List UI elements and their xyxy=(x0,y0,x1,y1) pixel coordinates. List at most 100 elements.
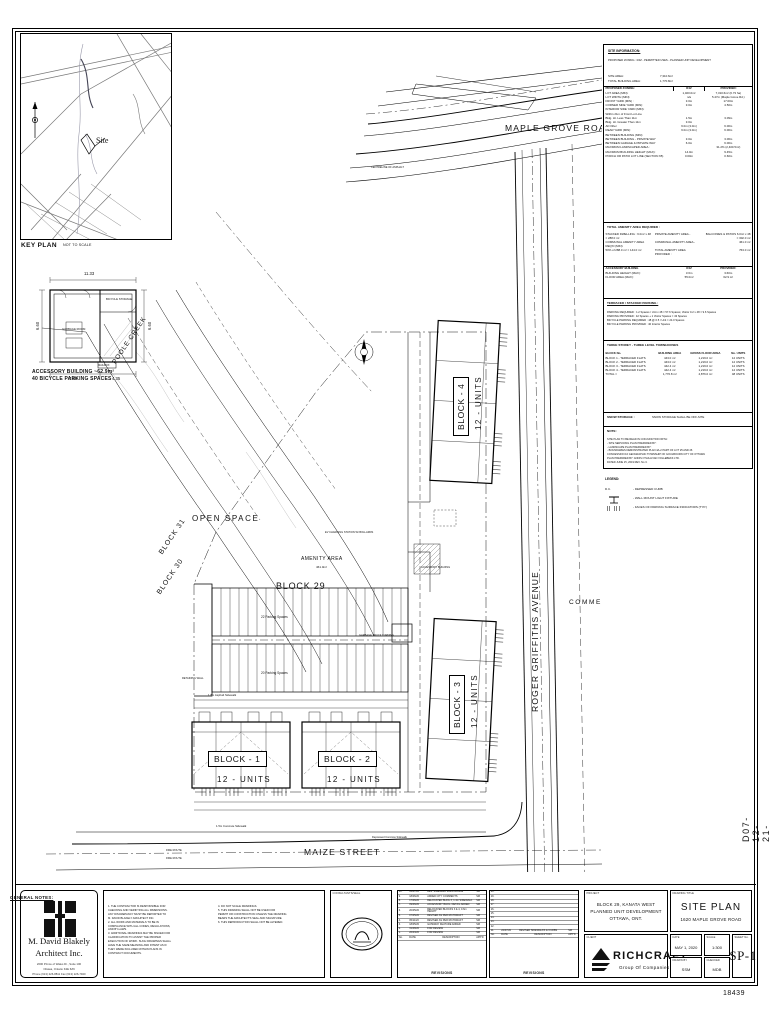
rev-no: 11. xyxy=(490,929,501,934)
amenity-table-body: STACKED DWELLING : 6.0m² x 48 = 288.0 m²… xyxy=(604,233,752,257)
cell: 3.0m xyxy=(685,103,693,108)
general-notes-title: GENERAL NOTES: xyxy=(10,895,54,900)
legend-text-dc: - DEPRESSED CURB xyxy=(633,487,663,491)
project-tag: PROJECT xyxy=(586,892,600,895)
amenity-heading: TOTAL AMENITY AREA REQUIRED : xyxy=(607,225,661,229)
seal-tag: CONSULTANTS/SEAL xyxy=(332,892,361,895)
revisions-footer-left: REVISIONS xyxy=(431,971,453,975)
rev-date xyxy=(500,891,519,896)
accessory-building-plan xyxy=(39,277,147,377)
cell: 1,770.8 m² xyxy=(662,372,677,377)
drawing-subtitle: 1620 MAPLE GROVE ROAD xyxy=(680,917,742,922)
area-col-units: No. UNITS xyxy=(731,351,746,356)
cell: 12 UNITS xyxy=(731,363,745,368)
block-4-units: 12 - UNITS xyxy=(474,375,483,430)
cell: 1,219.0 m² xyxy=(698,368,713,373)
cell: 6.00m xyxy=(724,128,733,133)
block-3-label-box: BLOCK - 3 xyxy=(448,675,465,734)
rev-app: SM xyxy=(475,894,486,900)
rev-date: 26/03/20 xyxy=(408,931,427,937)
label-open-space: OPEN SPACE xyxy=(192,514,260,523)
cell: INTERIOR SIDE YARD (MIN): xyxy=(605,107,645,112)
rev-app xyxy=(567,920,578,926)
revision-row: 20. xyxy=(490,891,578,896)
label-concrete-sidewalk: 1.5m Concrete Sidewalk xyxy=(216,824,247,828)
rev-desc: GATEWAY FEATURE ADDED xyxy=(426,922,476,928)
parking-line: PARKING REQUIRED : 1.2 Spaces / Unit x 4… xyxy=(607,311,717,314)
drawn-by-cell: DRAWN BY SSM xyxy=(670,957,702,978)
acc-dim-bottom-left: 7.09 xyxy=(69,376,78,381)
rev-head-date: DATE xyxy=(408,935,427,941)
rev-desc: REVISED SIDEWALKS & CURBS xyxy=(518,929,568,934)
rev-no: 17. xyxy=(490,903,501,909)
site-info-heading: SITE INFORMATION: xyxy=(608,49,641,53)
general-note-line: 1. THE CONTRACTOR IS RESPONSIBLE FOR xyxy=(108,905,166,908)
general-note-line: PERMIT OR CONSTRUCTION UNLESS THE DRAWIN… xyxy=(218,912,287,916)
rev-desc: REVISED AS PER RICHCRAFT xyxy=(426,918,476,924)
parking-hatch-icon xyxy=(607,506,621,511)
snow-storage-wrap: SNOW STORAGE : SNOW STORAGE SHALL BE OFF… xyxy=(604,413,752,427)
architect-address-1: 2000 Prince of Wales Dr., Suite 100 xyxy=(36,962,82,966)
scale-tag: SCALE xyxy=(706,936,716,939)
site-area-value: 7,310.6m² xyxy=(660,74,674,78)
rev-date: 20/05/20 xyxy=(408,907,427,915)
label-amenity-area-size: 461.0m² xyxy=(316,565,328,569)
cell: BETWEEN BUILDING - PRIVATE WAY xyxy=(605,136,656,141)
rev-no: 6. xyxy=(398,907,409,915)
rev-no: 10. xyxy=(398,891,409,896)
accessory-heading: ACCESSORY BUILDING xyxy=(605,266,639,271)
cell: 6.00m xyxy=(724,141,733,146)
revisions-footer-right: REVISIONS xyxy=(523,971,545,975)
drawing-code-vertical: D07-12-21-0042 xyxy=(741,816,770,842)
cell: LOT WIDTH (MIN): xyxy=(605,94,631,99)
rev-app xyxy=(567,891,578,896)
rev-date xyxy=(500,920,519,926)
cell: 12 UNITS xyxy=(731,355,745,360)
general-note-line: 2. ALL WORK AND MATERIALS TO BE IN xyxy=(108,920,159,924)
key-plan xyxy=(20,33,172,240)
rev-app: SM xyxy=(475,903,486,909)
general-note-line: THEY WERE INCLUDED WITHIN PLANS IN xyxy=(108,947,162,951)
note-line: - BOUNDARIES DEMONSTRATED PLAN 4A-2 PART… xyxy=(607,449,693,453)
rev-app: SM xyxy=(475,927,486,933)
general-note-line: 4. DO NOT SCALE DRAWINGS. xyxy=(218,905,258,908)
rev-head-app: APP'D xyxy=(567,933,578,939)
general-notes-left-column: 1. THE CONTRACTOR IS RESPONSIBLE FOR CHE… xyxy=(108,905,216,956)
cell: 1,400.0m² xyxy=(682,90,696,95)
label-maple-grove-road: MAPLE GROVE ROAD xyxy=(505,123,602,133)
zoning-row: PORCH OR PATIO LOT LINE (SECTION 65)0.60… xyxy=(604,154,752,159)
cell: BLOCK 3 - TERRACED FLATS xyxy=(605,363,646,368)
area-col-gfa: GROSS FLOOR AREA xyxy=(690,351,721,356)
architect-name-line2: Architect Inc. xyxy=(35,948,83,958)
accessory-table-header: ACCESSORY BUILDING R4Z PROVIDED: xyxy=(604,266,752,271)
rev-date: 12/07/20 xyxy=(408,891,427,896)
cell: 442.4 m² xyxy=(664,363,676,368)
cell: 3.0m xyxy=(685,98,693,103)
site-plan-vector xyxy=(41,65,602,872)
seal-icon xyxy=(341,917,383,951)
legend-text-light: - WALL MOUNT LIGHT FIXTURE xyxy=(633,496,678,500)
cell: Bldg. Ht. Less Than 11m xyxy=(605,115,638,120)
rev-no: 1. xyxy=(398,931,409,937)
label-commercial: COMMERCIAL xyxy=(569,599,602,606)
rev-desc: FOR REVIEW xyxy=(426,927,476,933)
drawn-by-tag: DRAWN BY xyxy=(672,959,688,962)
rev-date: 17/06/20 xyxy=(408,899,427,904)
parking-line: PARKING PROVIDED : 42 Spaces + 1 Visitor… xyxy=(607,315,687,319)
area-heading: THREE STOREY - THREE LEVEL TOWNHOUSES xyxy=(607,343,679,347)
checked-by-tag: CHECKED xyxy=(706,959,720,962)
sheet-border-inner xyxy=(15,31,755,983)
notes-panel-wrap: NOTE: SITE PLAN TO BE READ IN CONJUNCTIO… xyxy=(604,427,752,468)
